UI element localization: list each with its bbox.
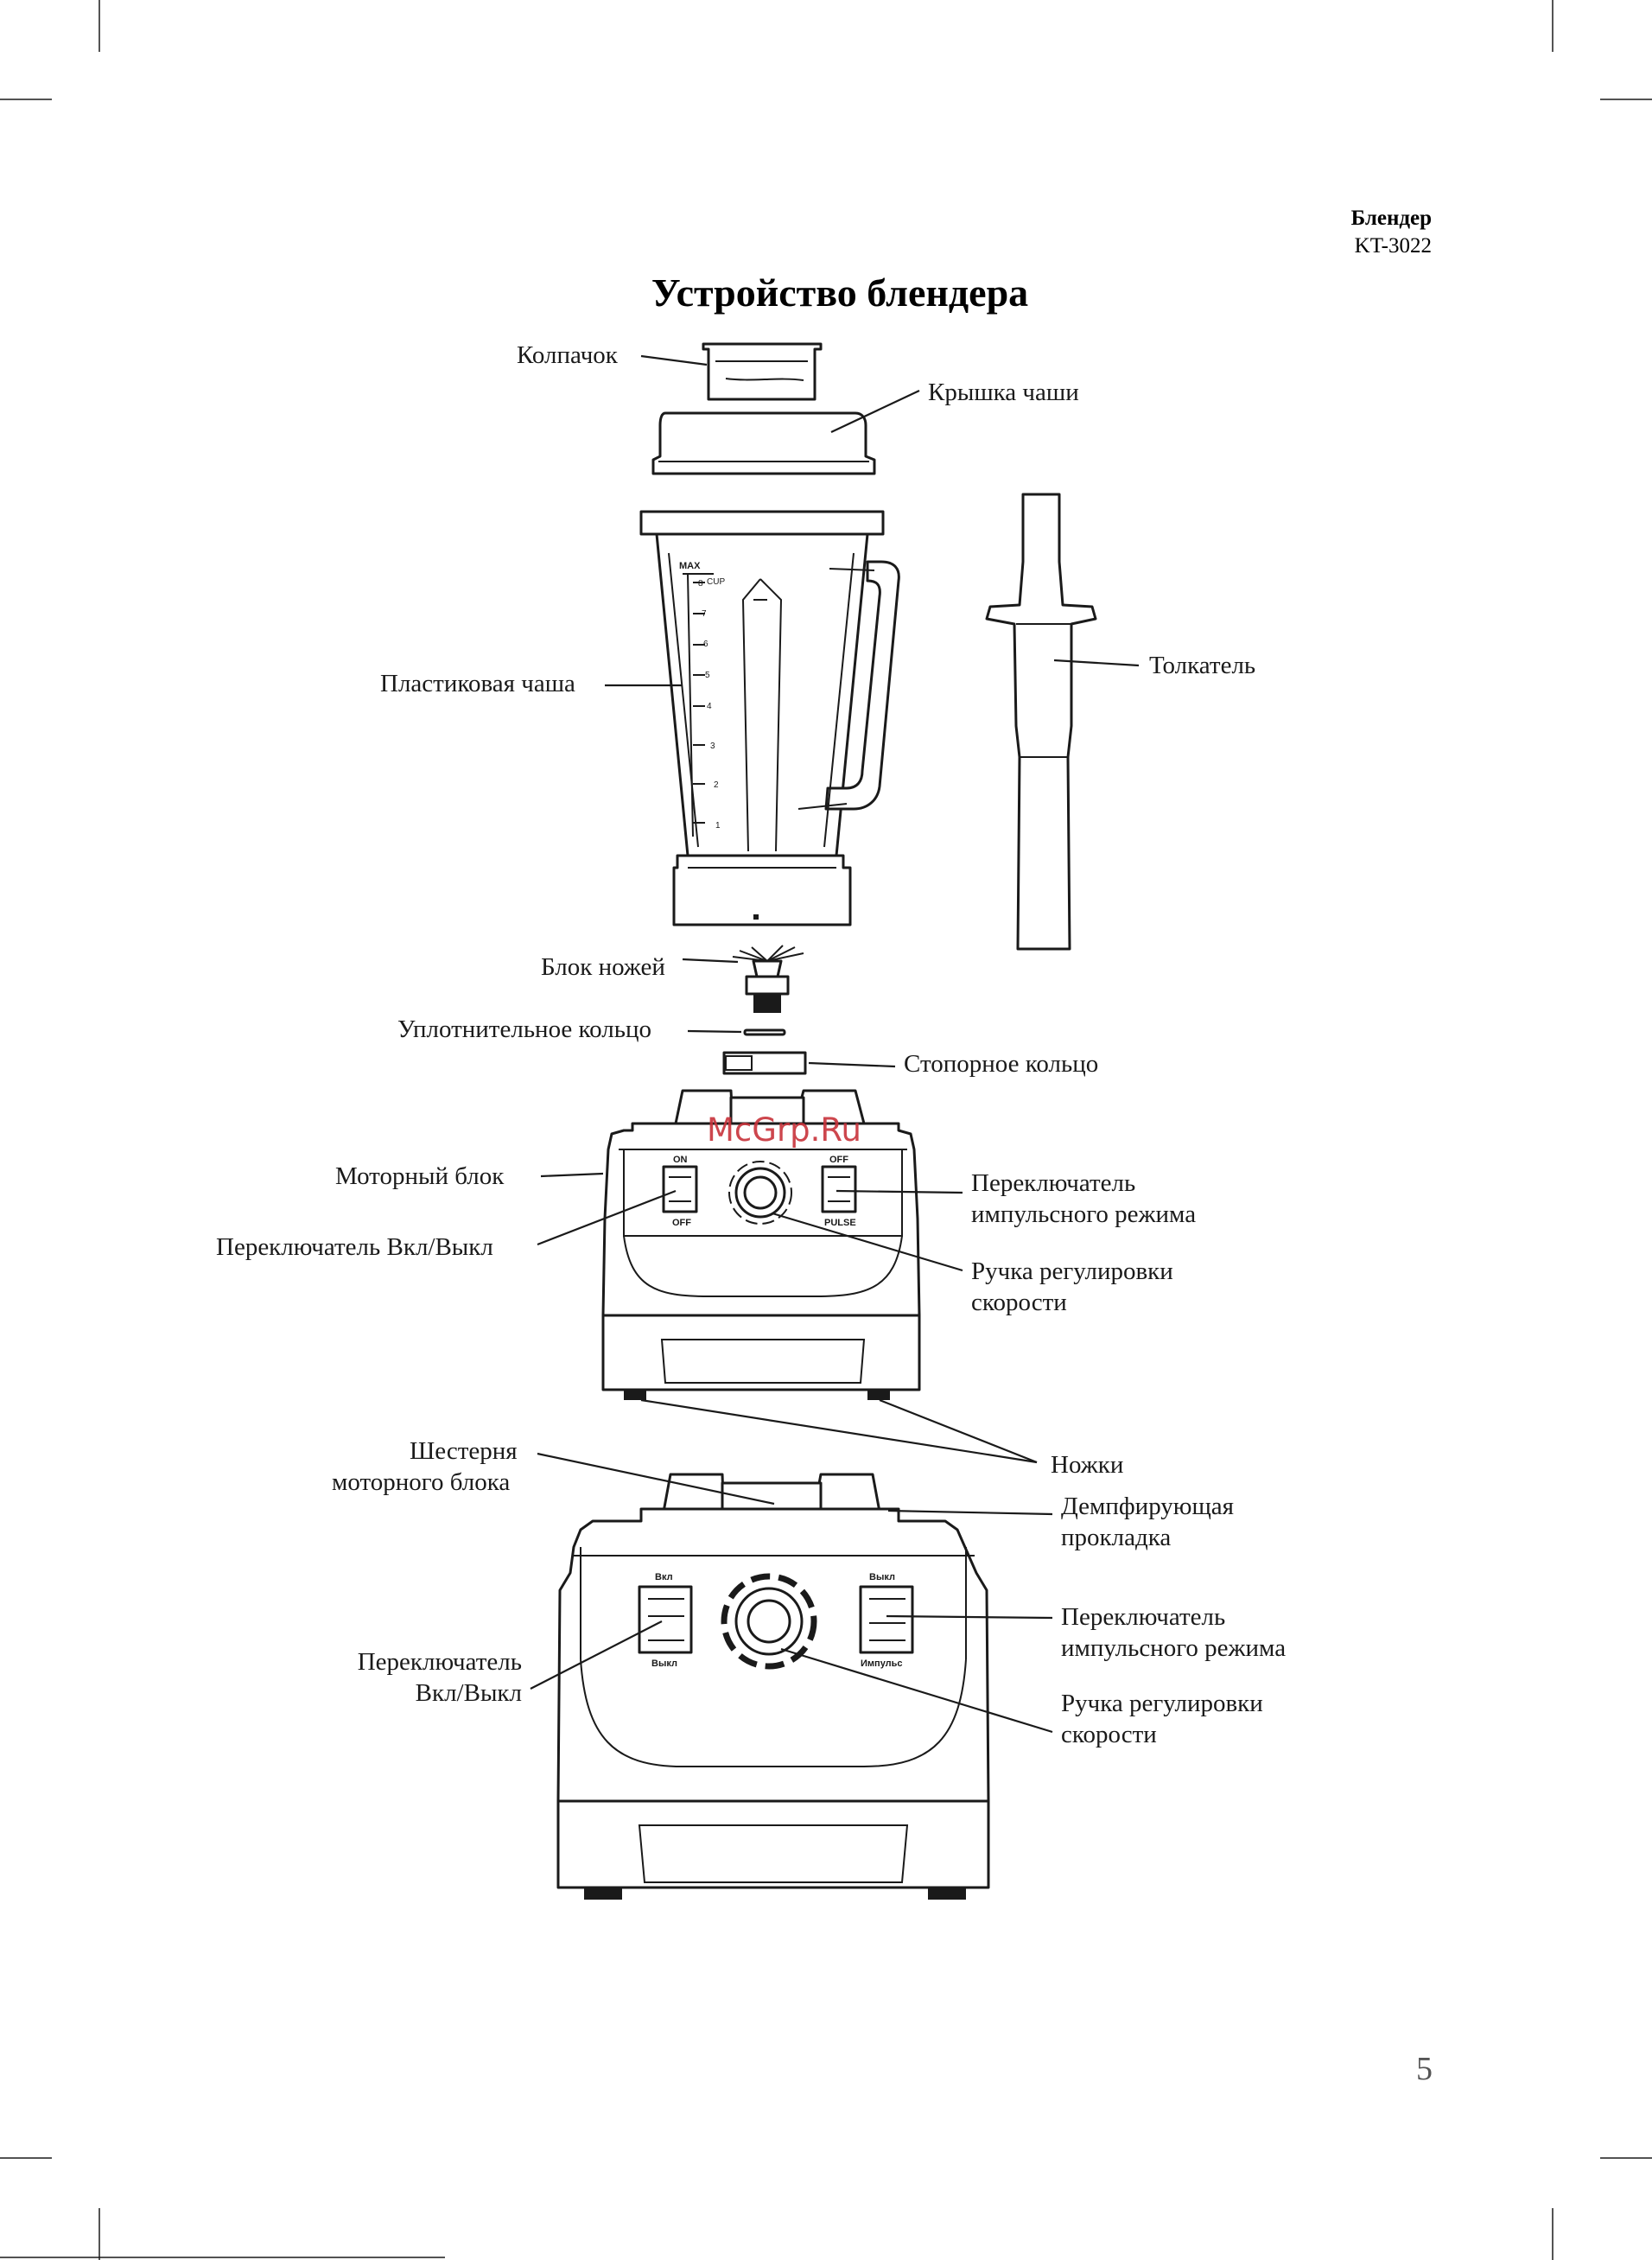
ru-pulse: Импульс: [861, 1658, 903, 1669]
header-product: Блендер: [1351, 207, 1432, 230]
cap: [702, 342, 823, 401]
en-switch-off: OFF: [672, 1218, 691, 1228]
header-model: KT-3022: [1355, 234, 1432, 258]
motor-base-ru: Вкл Выкл Выкл Импульс: [556, 1473, 990, 1900]
label-gear-2: моторного блока: [332, 1468, 510, 1496]
leader-pulse-ru: [886, 1614, 1053, 1620]
jar-scale-ticks: [693, 582, 705, 824]
leader-motor: [540, 1172, 604, 1178]
label-feet: Ножки: [1051, 1451, 1123, 1479]
label-knob-ru-2: скорости: [1061, 1721, 1157, 1748]
leader-lid: [830, 390, 920, 433]
ru-pulse-off: Выкл: [869, 1572, 895, 1582]
label-pusher: Толкатель: [1149, 652, 1255, 679]
page-number: 5: [1416, 2051, 1433, 2087]
leader-lock-ring: [808, 1061, 896, 1068]
leader-feet-2: [879, 1398, 1038, 1464]
label-motor: Моторный блок: [335, 1162, 505, 1190]
leader-feet-1: [640, 1398, 1038, 1464]
label-damper-2: прокладка: [1061, 1524, 1171, 1551]
label-cap: Колпачок: [517, 341, 619, 369]
label-pulse-ru-1: Переключатель: [1061, 1603, 1225, 1631]
label-damper-1: Демпфирующая: [1061, 1493, 1234, 1520]
label-seal: Уплотнительное кольцо: [397, 1015, 651, 1043]
label-knob-en-2: скорости: [971, 1289, 1067, 1316]
jar-cup-3: 3: [710, 742, 715, 751]
seal-ring: [743, 1028, 786, 1036]
leader-pusher: [1053, 659, 1140, 667]
label-knob-ru-1: Ручка регулировки: [1061, 1690, 1263, 1717]
label-knob-en-1: Ручка регулировки: [971, 1257, 1173, 1285]
leader-gear: [537, 1452, 775, 1506]
label-pulse-en-2: импульсного режима: [971, 1200, 1196, 1228]
label-onoff-en: Переключатель Вкл/Выкл: [216, 1233, 493, 1261]
jar-cup-5: 5: [705, 671, 710, 680]
jar-cup-8: 8: [698, 579, 703, 589]
ru-switch-on: Вкл: [655, 1572, 673, 1582]
leader-onoff-en: [537, 1189, 677, 1246]
leader-knob-en: [772, 1212, 963, 1272]
leader-pulse-en: [836, 1189, 963, 1194]
ru-switch-off: Выкл: [651, 1658, 677, 1669]
blade-assembly: [732, 945, 804, 1013]
label-pulse-en-1: Переключатель: [971, 1169, 1135, 1197]
jar: MAX CUP 8 7 6 5 4 3 2 1: [639, 510, 900, 926]
jar-cup-7: 7: [702, 609, 707, 619]
label-lid: Крышка чаши: [928, 379, 1079, 406]
jar-cup: CUP: [707, 577, 725, 587]
label-blade: Блок ножей: [541, 953, 665, 981]
label-pulse-ru-2: импульсного режима: [1061, 1634, 1286, 1662]
leader-knob-ru: [780, 1647, 1053, 1734]
lid: [651, 411, 876, 475]
pusher: [985, 493, 1097, 951]
en-pulse: PULSE: [824, 1218, 856, 1228]
motor-base-en: ON OFF OFF PULSE: [601, 1089, 921, 1400]
jar-cup-4: 4: [707, 702, 712, 711]
leader-seal: [687, 1029, 742, 1034]
leader-cap: [640, 354, 708, 366]
watermark: McGrp.Ru: [707, 1111, 861, 1149]
page-title: Устройство блендера: [651, 271, 1028, 315]
lock-ring: [722, 1051, 807, 1075]
jar-cup-6: 6: [703, 640, 708, 649]
jar-max: MAX: [679, 561, 701, 571]
leader-blade: [682, 958, 739, 964]
jar-cup-2: 2: [714, 780, 719, 790]
leader-onoff-ru: [530, 1620, 663, 1690]
label-lock-ring: Стопорное кольцо: [904, 1050, 1098, 1078]
leader-damper: [887, 1509, 1053, 1516]
label-jar: Пластиковая чаша: [380, 670, 575, 697]
label-onoff-ru-2: Вкл/Выкл: [416, 1679, 522, 1707]
en-pulse-off: OFF: [829, 1155, 848, 1165]
label-onoff-ru-1: Переключатель: [358, 1648, 522, 1676]
jar-cup-1: 1: [715, 821, 721, 831]
en-switch-on: ON: [673, 1155, 688, 1165]
label-gear-1: Шестерня: [410, 1437, 518, 1465]
